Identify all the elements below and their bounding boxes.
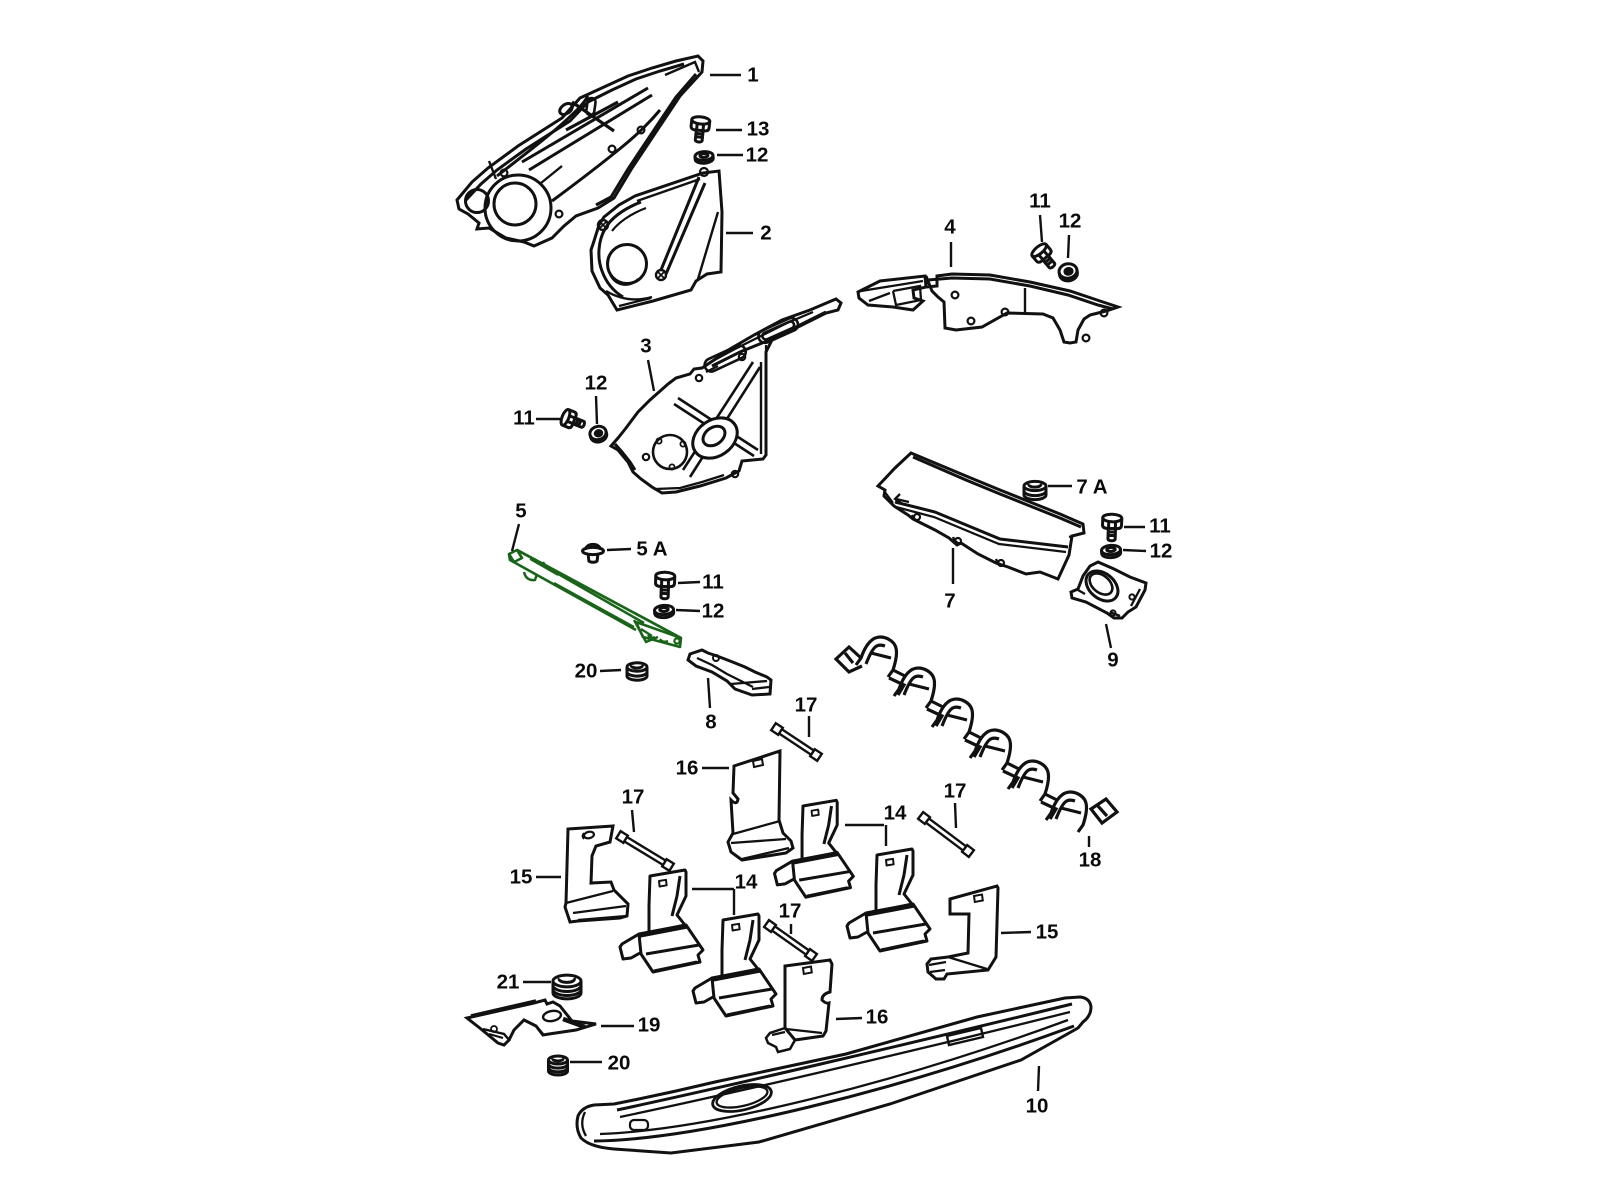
svg-text:5 A: 5 A [636,538,667,561]
svg-text:12: 12 [702,600,725,623]
svg-text:2: 2 [760,222,771,245]
svg-text:17: 17 [779,900,802,923]
svg-text:20: 20 [575,660,598,683]
svg-text:12: 12 [585,372,608,395]
svg-text:19: 19 [638,1014,661,1037]
svg-text:12: 12 [1150,540,1173,563]
svg-text:8: 8 [705,711,716,734]
svg-text:15: 15 [1036,921,1059,944]
svg-text:17: 17 [795,694,818,717]
svg-text:9: 9 [1107,649,1118,672]
svg-text:5: 5 [515,500,526,523]
svg-text:11: 11 [1029,190,1051,213]
svg-text:7: 7 [944,590,955,613]
svg-text:18: 18 [1079,849,1102,872]
svg-text:12: 12 [746,144,769,167]
svg-text:17: 17 [622,786,645,809]
svg-text:10: 10 [1026,1095,1049,1118]
svg-text:14: 14 [735,871,758,894]
svg-text:11: 11 [702,571,724,594]
svg-text:21: 21 [497,971,520,994]
svg-text:13: 13 [747,118,770,141]
svg-text:16: 16 [676,757,699,780]
svg-text:4: 4 [944,216,956,239]
svg-text:1: 1 [747,64,758,87]
svg-text:20: 20 [608,1052,631,1075]
svg-text:11: 11 [513,407,535,430]
svg-text:17: 17 [944,780,967,803]
svg-text:11: 11 [1149,515,1171,538]
svg-text:14: 14 [884,802,907,825]
svg-text:16: 16 [866,1006,889,1029]
svg-text:7 A: 7 A [1076,476,1107,499]
svg-text:12: 12 [1059,210,1082,233]
svg-text:3: 3 [640,335,651,358]
svg-text:15: 15 [510,866,533,889]
